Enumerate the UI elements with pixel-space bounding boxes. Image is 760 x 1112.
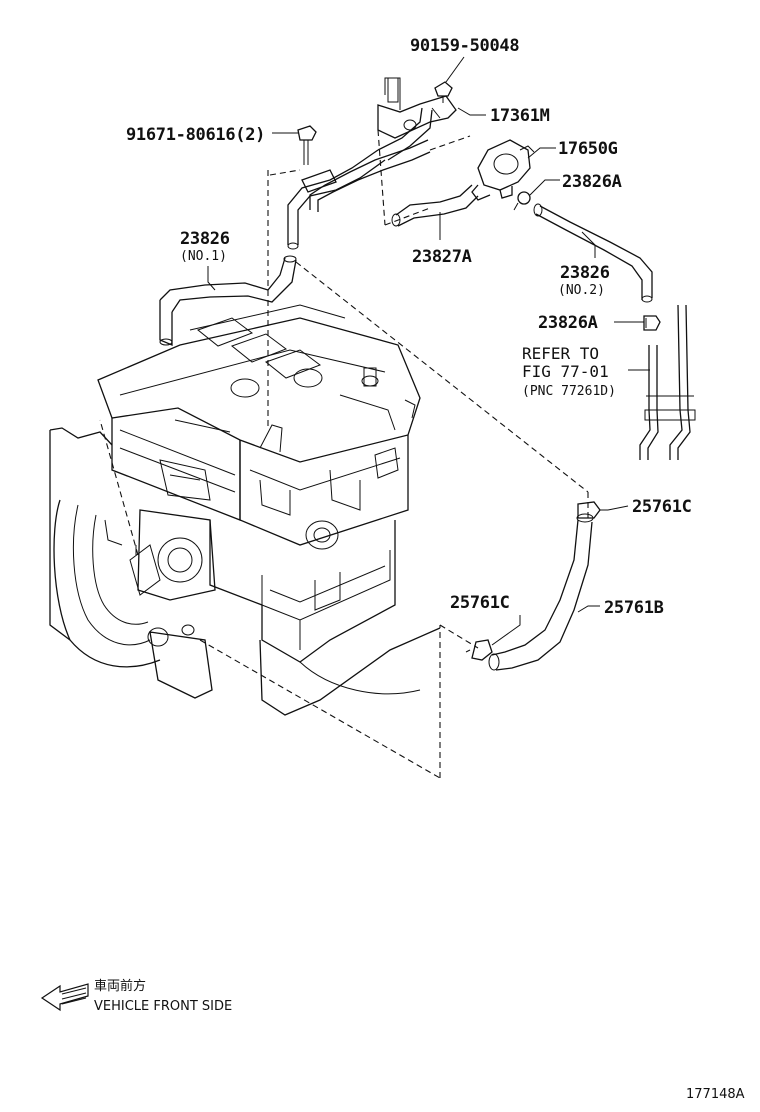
clamp-23826a-top (513, 191, 531, 211)
direction-label-jp: 車両前方 (94, 978, 146, 994)
label-23827a: 23827A (412, 247, 472, 267)
clamp-23826a-mid (643, 315, 661, 331)
label-23826-no2-sub: (NO.2) (558, 283, 605, 298)
dashed-guides (99, 169, 589, 779)
bolt-91671 (297, 125, 317, 165)
label-25761c-right: 25761C (632, 497, 692, 517)
label-23826-no2: 23826 (560, 263, 610, 283)
direction-label-en: VEHICLE FRONT SIDE (94, 999, 232, 1014)
front-direction-arrow-icon (40, 983, 89, 1012)
leader-lines (207, 56, 650, 646)
hose-25761b (488, 513, 594, 671)
engine-block (49, 304, 441, 716)
label-23826-no1: 23826 (180, 229, 230, 249)
reference-line2: FIG 77-01 (522, 362, 609, 381)
vsv-valve-17650g (471, 139, 535, 201)
diagram-id: 177148A (686, 1087, 745, 1102)
clamp-25761c-right (577, 501, 608, 519)
label-25761b: 25761B (604, 598, 664, 618)
label-25761c-left: 25761C (450, 593, 510, 613)
hose-23826-no1 (159, 255, 297, 346)
reference-line3: (PNC 77261D) (522, 384, 616, 399)
label-17361m: 17361M (490, 106, 550, 126)
label-90159-50048: 90159-50048 (410, 36, 519, 56)
label-23826a-top: 23826A (562, 172, 622, 192)
label-23826-no1-sub: (NO.1) (180, 249, 227, 264)
reference-line1: REFER TO (522, 344, 599, 363)
hose-23827a (391, 184, 479, 227)
label-91671-80616: 91671-80616(2) (126, 125, 265, 145)
reference-pipe-77-01 (639, 304, 696, 460)
vacuum-tube-assembly (287, 77, 471, 250)
label-23826a-mid: 23826A (538, 313, 598, 333)
clamp-25761c-left (465, 639, 493, 661)
label-17650g: 17650G (558, 139, 618, 159)
hose-23826-no2 (533, 203, 653, 303)
